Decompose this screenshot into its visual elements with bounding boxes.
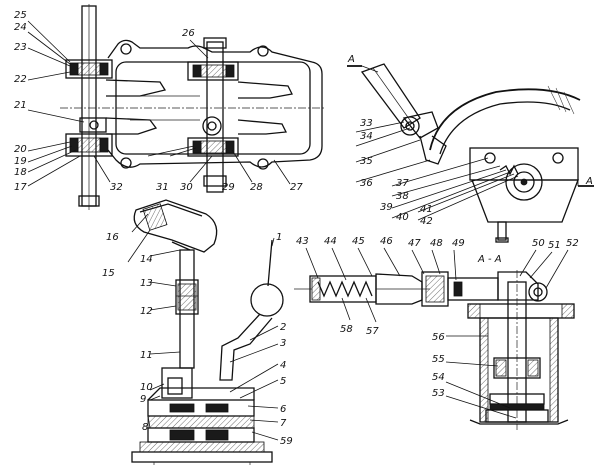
- label-38: 38: [396, 191, 409, 202]
- label-5: 5: [280, 376, 286, 387]
- label-17: 17: [14, 182, 27, 193]
- section-mark-a-right: A: [585, 176, 593, 187]
- label-52: 52: [566, 238, 579, 249]
- label-51: 51: [548, 240, 561, 251]
- label-47: 47: [408, 238, 421, 249]
- label-45: 45: [352, 236, 365, 247]
- label-53: 53: [432, 388, 445, 399]
- section-title-a-a: A - A: [477, 254, 502, 265]
- side-view-assembly: [347, 63, 594, 243]
- leader-lines: [27, 20, 569, 441]
- label-50: 50: [532, 238, 545, 249]
- label-28: 28: [250, 182, 263, 193]
- label-21: 21: [14, 100, 27, 111]
- label-37: 37: [396, 178, 409, 189]
- label-25: 25: [14, 10, 27, 21]
- label-54: 54: [432, 372, 445, 383]
- label-30: 30: [180, 182, 193, 193]
- label-40: 40: [396, 212, 409, 223]
- label-14: 14: [140, 254, 153, 265]
- label-4: 4: [280, 360, 286, 371]
- label-19: 19: [14, 156, 27, 167]
- label-49: 49: [452, 238, 465, 249]
- label-44: 44: [324, 236, 337, 247]
- label-1: 1: [276, 232, 282, 243]
- label-27: 27: [290, 182, 303, 193]
- label-58: 58: [340, 324, 353, 335]
- label-18: 18: [14, 167, 27, 178]
- label-36: 36: [360, 178, 373, 189]
- label-12: 12: [140, 306, 153, 317]
- label-34: 34: [360, 131, 373, 142]
- label-57: 57: [366, 326, 379, 337]
- section-mark-a-left: A: [347, 54, 355, 65]
- label-46: 46: [380, 236, 393, 247]
- label-32: 32: [110, 182, 123, 193]
- label-33: 33: [360, 118, 373, 129]
- label-6: 6: [280, 404, 286, 415]
- label-2: 2: [280, 322, 286, 333]
- label-55: 55: [432, 354, 445, 365]
- label-7: 7: [280, 418, 287, 429]
- section-marks: A A A - A: [347, 54, 593, 265]
- label-10: 10: [140, 382, 153, 393]
- label-9: 9: [140, 394, 146, 405]
- label-22: 22: [14, 74, 27, 85]
- label-41: 41: [420, 204, 433, 215]
- top-view-assembly: [60, 4, 325, 210]
- label-13: 13: [140, 278, 153, 289]
- label-20: 20: [14, 144, 27, 155]
- label-8: 8: [142, 422, 148, 433]
- label-26: 26: [182, 28, 195, 39]
- label-15: 15: [102, 268, 115, 279]
- label-56: 56: [432, 332, 445, 343]
- label-31: 31: [156, 182, 169, 193]
- label-24: 24: [14, 22, 27, 33]
- cable-mechanism: [294, 270, 575, 430]
- label-3: 3: [280, 338, 286, 349]
- label-29: 29: [222, 182, 235, 193]
- label-48: 48: [430, 238, 443, 249]
- lever-assembly: [131, 199, 284, 465]
- part-labels: 25 24 23 22 21 20 19 18 17 32 31 30 29 2…: [14, 10, 579, 447]
- label-11: 11: [140, 350, 153, 361]
- label-23: 23: [14, 42, 27, 53]
- label-35: 35: [360, 156, 373, 167]
- label-42: 42: [420, 216, 433, 227]
- label-59: 59: [280, 436, 293, 447]
- label-43: 43: [296, 236, 309, 247]
- label-39: 39: [380, 202, 393, 213]
- label-16: 16: [106, 232, 119, 243]
